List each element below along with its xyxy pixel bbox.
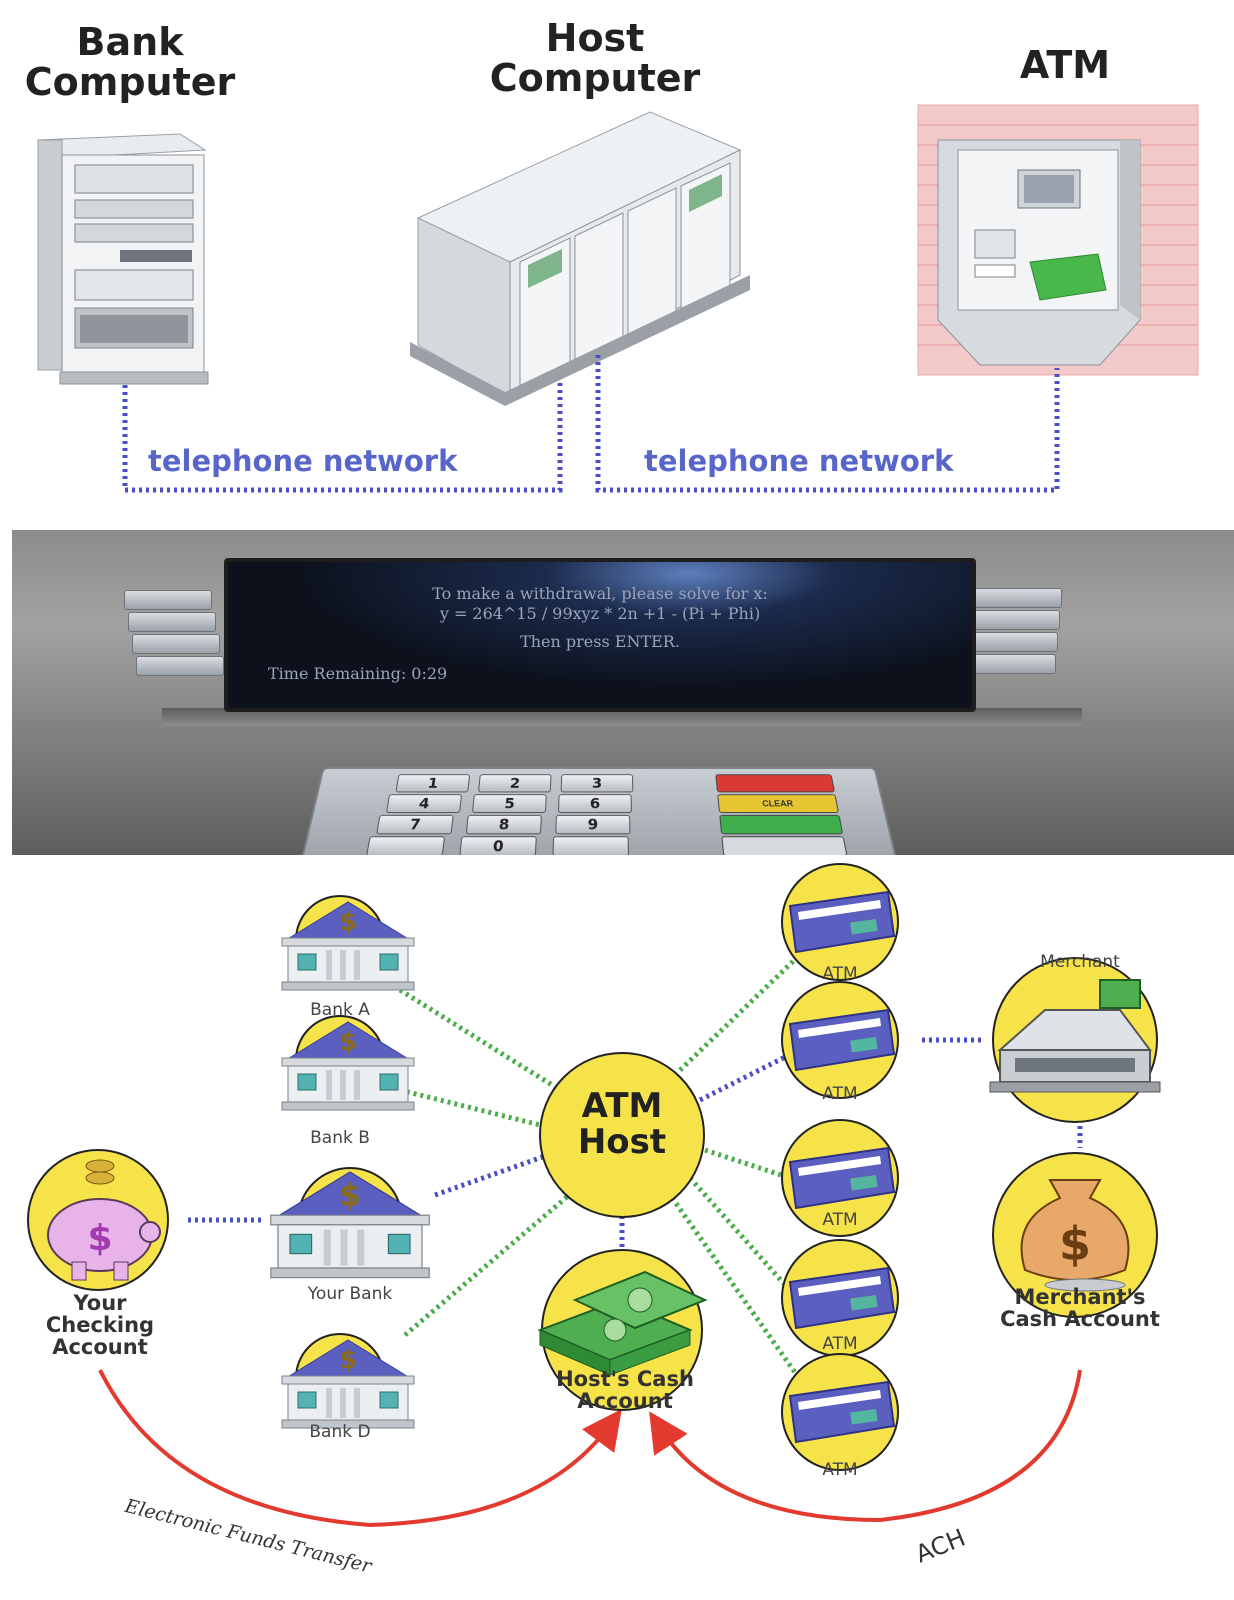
- atm-label-2: ATM: [822, 1084, 858, 1104]
- blank-function-key[interactable]: [721, 836, 848, 855]
- your-bank-icon: [270, 1171, 430, 1279]
- top-diagram: Bank Computer Host Computer ATM: [0, 0, 1234, 520]
- screen-prompt-line-1: To make a withdrawal, please solve for x…: [432, 584, 768, 603]
- atm-label-3: ATM: [822, 1210, 858, 1230]
- bank-a-label: Bank A: [310, 1000, 370, 1020]
- telephone-network-left-label: telephone network: [148, 444, 458, 478]
- cash-register-icon: [989, 979, 1161, 1093]
- money-bag-icon: $: [1020, 1179, 1130, 1292]
- host-computer-icon: [410, 111, 750, 406]
- atm-photo: To make a withdrawal, please solve for x…: [12, 530, 1234, 855]
- top-diagram-graphics: [36, 104, 1199, 493]
- atm-screen: To make a withdrawal, please solve for x…: [224, 558, 976, 712]
- key-0[interactable]: 0: [459, 836, 537, 855]
- telephone-network-right-label: telephone network: [644, 444, 954, 478]
- cash-stack-icon: [537, 1270, 708, 1376]
- screen-timer: Time Remaining: 0:29: [268, 664, 448, 683]
- key-blank-left[interactable]: [365, 836, 446, 855]
- cancel-key[interactable]: [715, 774, 836, 793]
- key-3[interactable]: 3: [560, 774, 634, 793]
- host-computer-title: Host Computer: [489, 16, 701, 100]
- screen-equation: y = 264^15 / 99xyz * 2n +1 - (Pi + Phi): [439, 604, 761, 623]
- key-5[interactable]: 5: [471, 794, 547, 813]
- enter-key[interactable]: [719, 814, 844, 835]
- left-screen-button-2[interactable]: [128, 612, 216, 632]
- network-diagram-graphics: $: [27, 863, 1161, 1528]
- left-screen-button-3[interactable]: [132, 634, 220, 654]
- svg-text:$: $: [1059, 1217, 1091, 1271]
- bank-d-label: Bank D: [309, 1422, 371, 1442]
- atm-title: ATM: [1019, 43, 1111, 87]
- key-9[interactable]: 9: [555, 814, 631, 835]
- right-screen-button-4[interactable]: [968, 654, 1056, 674]
- key-1[interactable]: 1: [395, 774, 471, 793]
- atm-ledge: [162, 708, 1082, 726]
- network-diagram: $: [0, 860, 1234, 1600]
- bank-b-label: Bank B: [310, 1128, 370, 1148]
- atm-machine-icon: [917, 104, 1199, 376]
- key-8[interactable]: 8: [465, 814, 542, 835]
- host-cash-account-label: Host's Cash Account: [556, 1367, 694, 1413]
- key-7[interactable]: 7: [376, 814, 454, 835]
- left-screen-button-4[interactable]: [136, 656, 224, 676]
- merchant-label: Merchant: [1040, 952, 1120, 972]
- bank-a-icon: [281, 901, 415, 991]
- your-bank-label: Your Bank: [307, 1284, 393, 1304]
- right-screen-button-3[interactable]: [970, 632, 1058, 652]
- key-4[interactable]: 4: [385, 794, 463, 813]
- merchant-cash-account-label: Merchant's Cash Account: [1000, 1285, 1160, 1331]
- key-blank-right[interactable]: [552, 836, 630, 855]
- bank-computer-icon: [36, 133, 209, 385]
- fund-flow-arrows: [98, 1369, 1082, 1528]
- right-screen-button-1[interactable]: [974, 588, 1062, 608]
- atm-host-hub: ATM Host: [577, 1086, 667, 1162]
- left-screen-button-1[interactable]: [124, 590, 212, 610]
- bank-computer-title: Bank Computer: [24, 20, 236, 104]
- atm-keypad: 1 2 3 4 5 6 7 8 9 0 CLEAR: [300, 767, 898, 855]
- atm-label-5: ATM: [822, 1460, 858, 1480]
- bank-d-icon: [281, 1339, 415, 1429]
- piggy-bank-icon: $: [47, 1159, 161, 1281]
- clear-key[interactable]: CLEAR: [717, 794, 840, 813]
- key-2[interactable]: 2: [478, 774, 552, 793]
- your-checking-account-label: Your Checking Account: [45, 1291, 155, 1359]
- screen-enter-instruction: Then press ENTER.: [520, 632, 680, 651]
- atm-label-1: ATM: [822, 964, 858, 984]
- bank-b-icon: [281, 1021, 415, 1111]
- right-screen-button-2[interactable]: [972, 610, 1060, 630]
- svg-text:$: $: [87, 1218, 112, 1259]
- atm-label-4: ATM: [822, 1334, 858, 1354]
- telephone-lines: [122, 355, 1060, 493]
- key-6[interactable]: 6: [557, 794, 633, 813]
